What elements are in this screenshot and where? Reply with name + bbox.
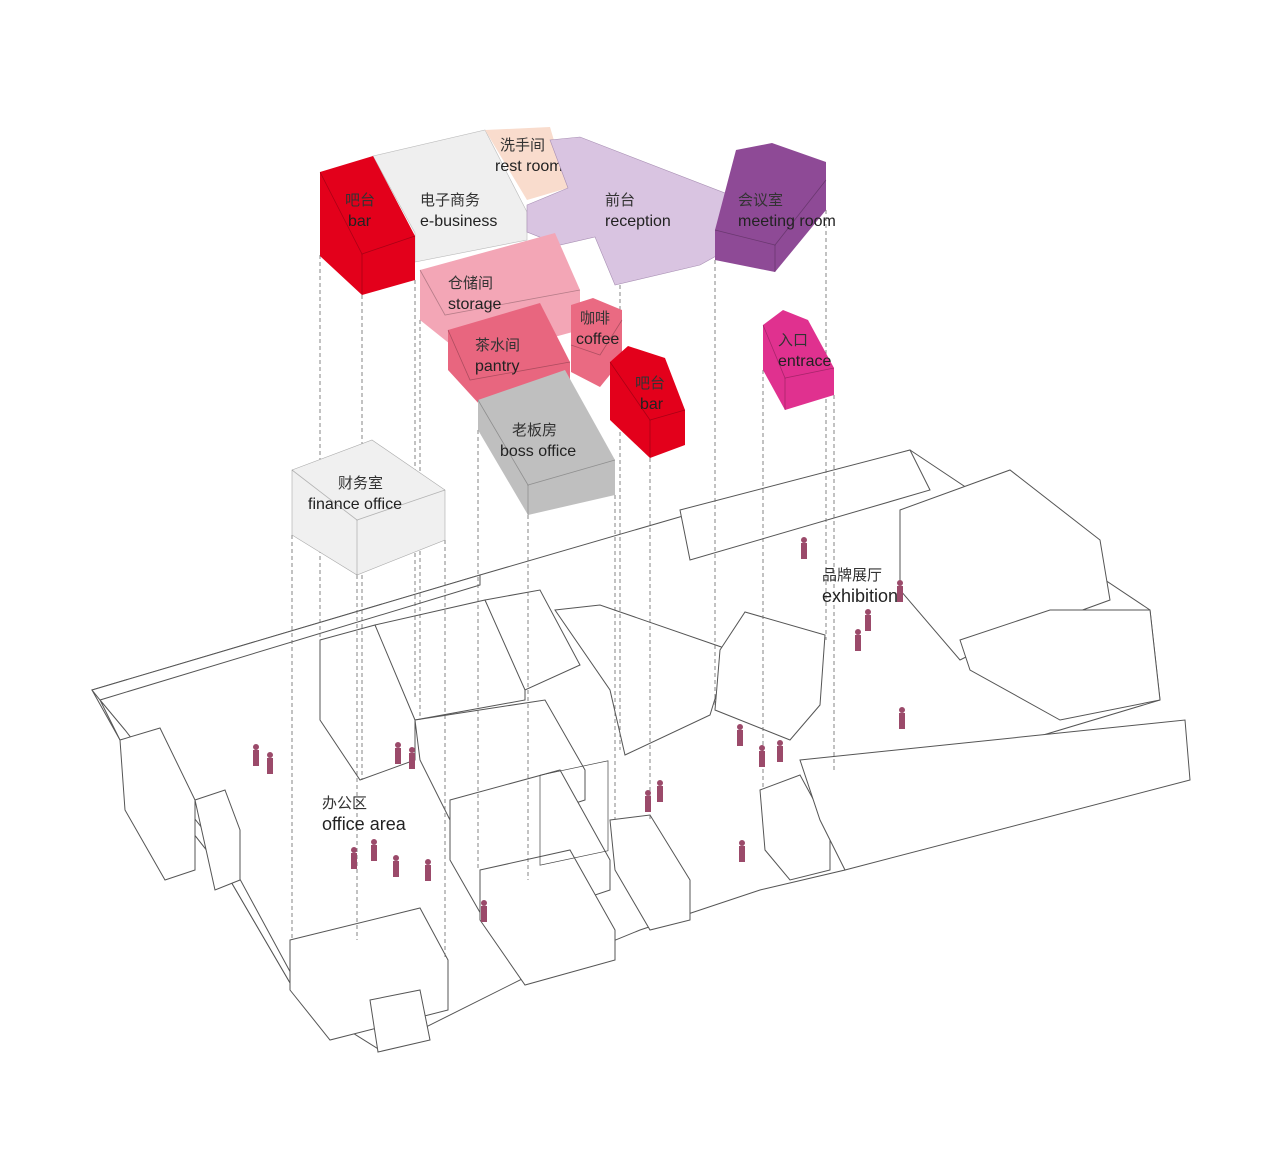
person-icon: [737, 724, 743, 746]
room-block-coffee: 咖啡 coffee: [570, 298, 623, 387]
person-icon: [351, 847, 357, 869]
e-business-label-cn: 电子商务: [420, 191, 480, 209]
e-business-label-en: e-business: [420, 213, 497, 230]
coffee-label-cn: 咖啡: [580, 309, 610, 327]
entrance-label-cn: 入口: [778, 331, 808, 349]
person-icon: [801, 537, 807, 559]
bar-2-label-en: bar: [640, 396, 664, 413]
reception-label-en: reception: [605, 213, 671, 230]
meeting-room-label-en: meeting room: [738, 213, 836, 230]
boss-office-label-cn: 老板房: [512, 421, 557, 439]
reception-label-cn: 前台: [605, 191, 635, 209]
person-icon: [645, 790, 651, 812]
room-block-finance-office: 财务室 finance office: [291, 439, 446, 576]
people-figures: [253, 537, 905, 922]
person-icon: [759, 745, 765, 767]
person-icon: [393, 855, 399, 877]
room-block-bar-2: 吧台 bar: [609, 346, 686, 458]
office-area-label-en: office area: [322, 814, 407, 834]
room-block-bar-1: 吧台 bar: [319, 156, 416, 295]
person-icon: [855, 629, 861, 651]
pantry-label-en: pantry: [475, 358, 519, 375]
storage-label-en: storage: [448, 296, 501, 313]
finance-office-label-cn: 财务室: [338, 474, 383, 492]
office-area-label-cn: 办公区: [322, 794, 367, 812]
zone-label-exhibition: 品牌展厅 exhibition: [822, 566, 898, 606]
rest-room-label-en: rest room: [495, 158, 563, 175]
person-icon: [395, 742, 401, 764]
exhibition-label-en: exhibition: [822, 586, 898, 606]
person-icon: [371, 839, 377, 861]
person-icon: [777, 740, 783, 762]
entrance-label-en: entrace: [778, 353, 831, 370]
storage-label-cn: 仓储间: [448, 274, 493, 292]
person-icon: [865, 609, 871, 631]
person-icon: [657, 780, 663, 802]
person-icon: [899, 707, 905, 729]
boss-office-label-en: boss office: [500, 443, 576, 460]
bar-2-label-cn: 吧台: [635, 374, 665, 392]
zone-label-office-area: 办公区 office area: [322, 794, 407, 834]
rest-room-label-cn: 洗手间: [500, 136, 545, 154]
person-icon: [253, 744, 259, 766]
person-icon: [425, 859, 431, 881]
person-icon: [481, 900, 487, 922]
room-block-reception: 前台 reception: [526, 136, 731, 286]
pantry-label-cn: 茶水间: [475, 336, 520, 354]
room-block-entrance: 入口 entrace: [762, 310, 835, 410]
bar-1-label-cn: 吧台: [345, 191, 375, 209]
person-icon: [267, 752, 273, 774]
person-icon: [409, 747, 415, 769]
meeting-room-label-cn: 会议室: [738, 191, 783, 209]
person-icon: [739, 840, 745, 862]
room-block-rest-room: 洗手间 rest room: [485, 127, 568, 200]
finance-office-label-en: finance office: [308, 496, 402, 513]
coffee-label-en: coffee: [576, 331, 619, 348]
person-icon: [897, 580, 903, 602]
exhibition-label-cn: 品牌展厅: [822, 566, 882, 584]
room-block-meeting-room: 会议室 meeting room: [714, 143, 836, 272]
bar-1-label-en: bar: [348, 213, 372, 230]
room-block-e-business: 电子商务 e-business: [372, 129, 528, 263]
room-block-boss-office: 老板房 boss office: [477, 370, 616, 515]
floor-plan: [91, 449, 1191, 1053]
